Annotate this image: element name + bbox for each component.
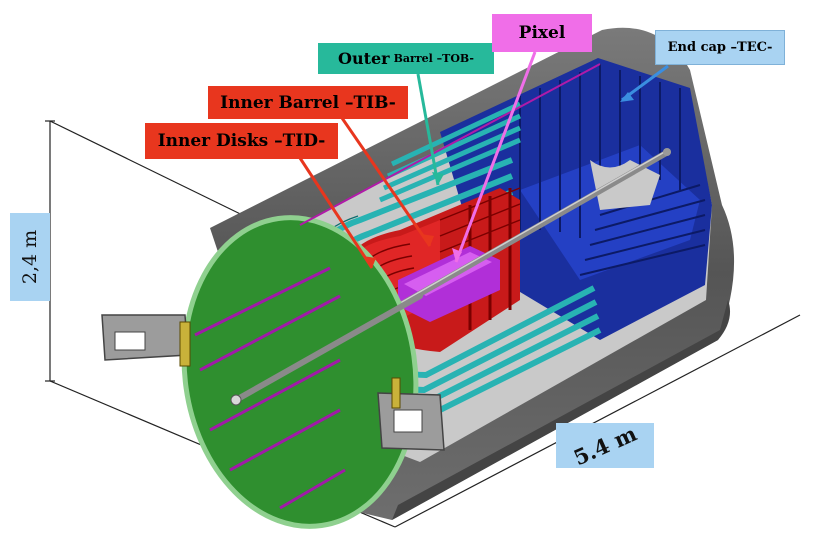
label-pixel: Pixel <box>492 14 592 52</box>
label-end-cap-tec: End cap –TEC- <box>655 30 785 65</box>
dimension-length-text: 5.4 m <box>569 420 641 471</box>
label-pointers <box>298 51 669 269</box>
front-endcap-face <box>181 215 419 529</box>
label-inner-barrel-tib: Inner Barrel –TIB- <box>208 86 408 119</box>
dimension-height-text: 2,4 m <box>19 229 41 285</box>
bottom-support-bracket <box>377 377 445 451</box>
dimension-height-label: 2,4 m <box>10 213 50 301</box>
label-outer-barrel-small: Barrel –TOB- <box>393 52 474 65</box>
left-support-bracket <box>101 314 191 367</box>
dimension-length-label: 5.4 m <box>556 420 654 471</box>
outer-shell-bottom <box>392 300 731 520</box>
label-inner-disks-tid: Inner Disks –TID- <box>145 123 338 159</box>
beam-pipe-front <box>233 293 423 403</box>
label-outer-barrel-tob: Outer Barrel –TOB- <box>318 43 494 74</box>
label-outer-barrel-main: Outer <box>338 49 390 68</box>
shell-stripe <box>299 63 601 226</box>
